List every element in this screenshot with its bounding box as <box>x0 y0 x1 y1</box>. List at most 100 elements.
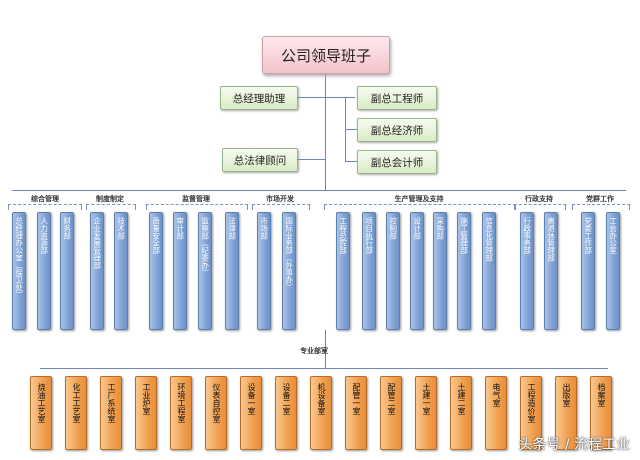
dept-column: 技术部 <box>114 212 128 330</box>
dept-label: 工程总控部 <box>338 217 348 254</box>
group-bracket <box>572 204 630 210</box>
room-label: 化工工艺室 <box>72 383 81 423</box>
room-label: 电气室 <box>492 383 501 407</box>
dept-label: 监察部（纪委办） <box>200 217 210 277</box>
room-label: 设备二室 <box>282 383 291 415</box>
connector <box>297 159 325 160</box>
dept-label: 法律部 <box>227 217 237 240</box>
dept-column: 控制部 <box>386 212 400 330</box>
room-column: 电气室 <box>485 376 507 450</box>
dept-column: 总经理办公室（保卫处） <box>12 212 26 330</box>
dept-label: 企业发展管理部 <box>92 217 102 269</box>
group-label-admin: 行政支持 <box>525 195 553 203</box>
group-bracket <box>8 204 82 210</box>
room-label: 档案室 <box>597 383 606 407</box>
dept-label: 离退休管理部 <box>546 217 556 262</box>
trunk-line <box>325 72 326 190</box>
room-column: 机设备室 <box>310 376 332 450</box>
dept-column: 项目执行部 <box>362 212 376 330</box>
dept-column: 信息化管理部 <box>482 212 496 330</box>
room-label: 环境工程室 <box>177 383 186 423</box>
room-label: 工业炉室 <box>142 383 151 415</box>
room-column: 工厂系统室 <box>100 376 122 450</box>
deputy-chief-accountant-box: 副总会计师 <box>357 150 437 174</box>
dept-label: 市场部 <box>259 217 269 240</box>
room-label: 配管一室 <box>352 383 361 415</box>
dept-label: 质量安全部 <box>151 217 161 254</box>
room-column: 工业炉室 <box>135 376 157 450</box>
connector <box>345 129 357 130</box>
room-label: 工厂系统室 <box>107 383 116 423</box>
dept-label: 技术部 <box>116 217 126 240</box>
room-column: 工程造价室 <box>520 376 542 450</box>
dept-column: 财务部 <box>60 212 74 330</box>
watermark: 头条号 / 流程工业 <box>518 437 630 453</box>
connector <box>345 161 357 162</box>
dept-label: 国际业务部（外事办） <box>284 217 294 291</box>
dept-bus-line <box>12 190 626 191</box>
dept-column: 审计部 <box>173 212 187 330</box>
room-column: 设备一室 <box>240 376 262 450</box>
room-column: 土建二室 <box>450 376 472 450</box>
dept-label: 设计部 <box>412 217 422 240</box>
room-column: 设备二室 <box>275 376 297 450</box>
room-column: 土建一室 <box>415 376 437 450</box>
dept-column: 党委工作部 <box>581 212 595 330</box>
room-label: 烧油工艺室 <box>37 383 46 423</box>
dept-column: 监察部（纪委办） <box>198 212 212 330</box>
rooms-bus-line <box>40 368 608 369</box>
connector <box>325 97 355 98</box>
gm-assistant-box: 总经理助理 <box>220 86 298 110</box>
dept-label: 审计部 <box>175 217 185 240</box>
room-column: 环境工程室 <box>170 376 192 450</box>
room-label: 土建一室 <box>422 383 431 415</box>
room-label: 配管二室 <box>387 383 396 415</box>
room-label: 机设备室 <box>317 383 326 415</box>
dept-column: 施工管理部 <box>457 212 471 330</box>
dept-label: 党委工作部 <box>583 217 593 254</box>
group-label-supervision: 监督管理 <box>182 195 210 203</box>
dept-column: 市场部 <box>257 212 271 330</box>
dept-label: 项目执行部 <box>364 217 374 254</box>
room-label: 土建二室 <box>457 383 466 415</box>
dept-label: 控制部 <box>388 217 398 240</box>
dept-column: 工程总控部 <box>336 212 350 330</box>
dept-label: 施工管理部 <box>459 217 469 254</box>
group-label-party: 党群工作 <box>586 195 614 203</box>
group-label-general: 综合管理 <box>31 195 59 203</box>
deputy-chief-economist-box: 副总经济师 <box>357 118 437 142</box>
dept-label: 信息化管理部 <box>484 217 494 262</box>
group-label-system: 制度制定 <box>96 195 124 203</box>
dept-label: 财务部 <box>62 217 72 240</box>
dept-column: 离退休管理部 <box>544 212 558 330</box>
room-label: 仪表自控室 <box>212 383 221 423</box>
room-column: 配管一室 <box>345 376 367 450</box>
room-label: 出版室 <box>562 383 571 407</box>
trunk-line-lower <box>325 330 326 368</box>
room-label: 设备一室 <box>247 383 256 415</box>
dept-column: 工会办公室 <box>606 212 620 330</box>
room-column: 档案室 <box>590 376 612 450</box>
dept-label: 工会办公室 <box>608 217 618 254</box>
room-column: 仪表自控室 <box>205 376 227 450</box>
group-bracket <box>324 204 516 210</box>
room-column: 化工工艺室 <box>65 376 87 450</box>
chief-legal-box: 总法律顾问 <box>222 148 298 172</box>
professional-rooms-label: 专业部室 <box>300 347 328 355</box>
dept-column: 质量安全部 <box>149 212 163 330</box>
dept-label: 总经理办公室（保卫处） <box>14 217 24 299</box>
dept-column: 法律部 <box>225 212 239 330</box>
dept-column: 采购部 <box>433 212 447 330</box>
dept-label: 行政事务部 <box>522 217 532 254</box>
dept-column: 设计部 <box>410 212 424 330</box>
room-column: 配管二室 <box>380 376 402 450</box>
group-bracket <box>252 204 310 210</box>
group-bracket <box>86 204 136 210</box>
dept-column: 行政事务部 <box>520 212 534 330</box>
group-bracket <box>514 204 566 210</box>
room-label: 工程造价室 <box>527 383 536 423</box>
room-column: 出版室 <box>555 376 577 450</box>
dept-label: 采购部 <box>435 217 445 240</box>
connector <box>297 97 325 98</box>
deputy-chief-engineer-box: 副总工程师 <box>357 86 437 110</box>
